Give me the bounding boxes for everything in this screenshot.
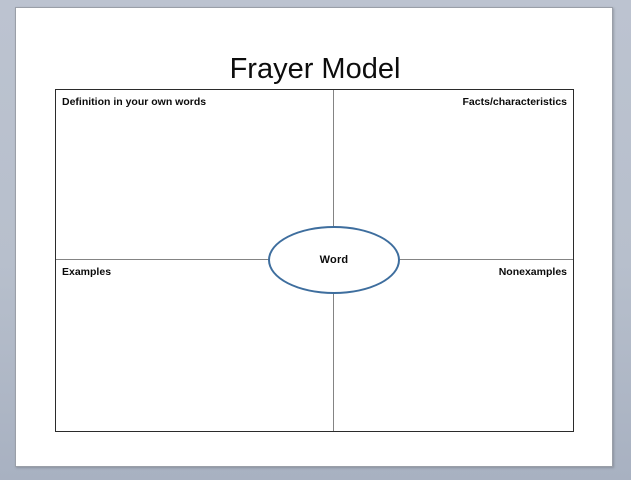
page-title: Frayer Model <box>229 53 401 85</box>
frayer-model-table[interactable]: Definition in your own words Facts/chara… <box>55 89 574 432</box>
presentation-slide[interactable]: Frayer Model Definition in your own word… <box>15 7 613 467</box>
center-word-ellipse[interactable]: Word <box>268 226 400 294</box>
quadrant-label-facts-characteristics: Facts/characteristics <box>462 96 567 108</box>
quadrant-label-examples: Examples <box>62 266 112 278</box>
quadrant-label-definition: Definition in your own words <box>62 96 207 108</box>
quadrant-label-nonexamples: Nonexamples <box>498 266 567 278</box>
center-word-label: Word <box>319 254 349 266</box>
